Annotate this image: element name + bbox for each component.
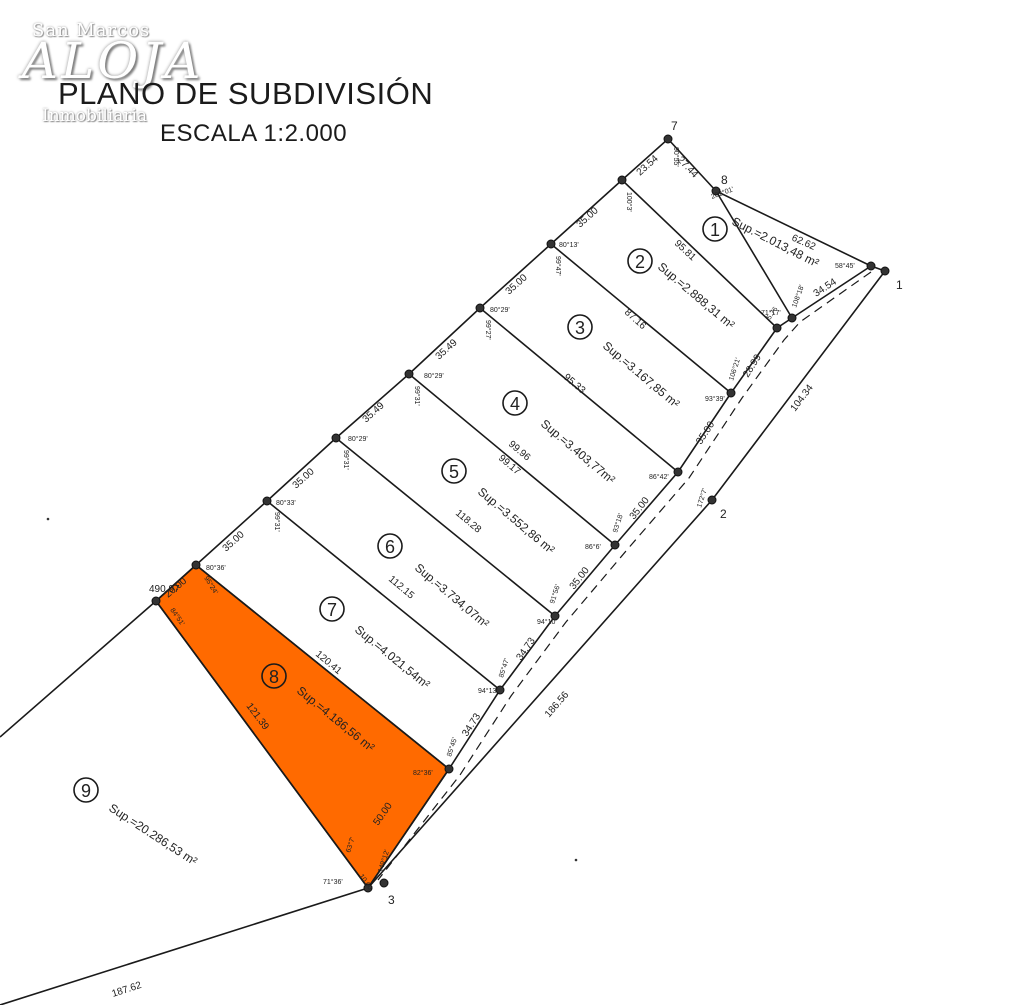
dimension-label: 35.00 bbox=[694, 419, 717, 446]
dimension-label: 35.00 bbox=[628, 495, 652, 522]
dimension-label: 35.00 bbox=[221, 529, 247, 554]
lot-number-4: 4 bbox=[510, 394, 520, 414]
dimension-label: 87.16 bbox=[622, 307, 648, 332]
angle-label: 86°6' bbox=[585, 543, 601, 551]
angle-label: 58°45' bbox=[835, 262, 855, 270]
lot-area-2: Sup.=2.888,31 m² bbox=[655, 260, 737, 332]
vertex-label-8: 8 bbox=[721, 173, 728, 187]
vertex-label-7: 7 bbox=[671, 119, 678, 133]
angle-label: 80°33' bbox=[276, 499, 296, 507]
logo-main-text: ALOJA bbox=[22, 32, 204, 90]
vertex-label-1: 1 bbox=[896, 278, 903, 292]
dimension-label: 35.00 bbox=[291, 466, 317, 491]
dimension-label: 35.00 bbox=[575, 205, 601, 230]
angle-label: 80°13' bbox=[559, 241, 579, 249]
dimension-label: 118.28 bbox=[453, 508, 483, 536]
dimension-label: 35.49 bbox=[434, 337, 460, 362]
scan-speck bbox=[574, 858, 578, 862]
angle-label: 80°29' bbox=[490, 306, 510, 314]
dimension-label: 28.99 bbox=[741, 352, 764, 379]
angle-label: 80°36' bbox=[206, 564, 226, 572]
dimension-label: 34.73 bbox=[460, 711, 483, 738]
lot-number-8: 8 bbox=[269, 667, 279, 687]
angle-label: 99°31' bbox=[273, 512, 281, 532]
angle-label: 71°17' bbox=[761, 309, 781, 317]
vertex-label-2: 2 bbox=[720, 507, 727, 521]
angle-label: 106°21' bbox=[727, 357, 742, 382]
lot-number-9: 9 bbox=[81, 781, 91, 801]
logo-top-text: San Marcos bbox=[32, 20, 151, 41]
angle-label: 71°36' bbox=[323, 878, 343, 886]
dimension-label: 95.81 bbox=[672, 238, 698, 263]
angle-label: 99°31' bbox=[342, 450, 350, 470]
lot-number-7: 7 bbox=[327, 600, 337, 620]
dimension-label: 104.34 bbox=[789, 382, 816, 413]
dimension-labels: 490.97 20.00 35.00 35.00 35.49 35.49 35.… bbox=[111, 153, 839, 1000]
angle-label: 99°47' bbox=[554, 256, 562, 276]
angle-label: 85°47' bbox=[497, 657, 511, 678]
dimension-label: 112.15 bbox=[386, 574, 416, 602]
angle-label: 93°39' bbox=[705, 395, 725, 403]
angle-label: 100°3' bbox=[625, 192, 633, 212]
plan-scale: ESCALA 1:2.000 bbox=[160, 120, 348, 147]
lot-area-6: Sup.=3.734,07m² bbox=[412, 561, 492, 631]
dimension-label: 186.56 bbox=[543, 689, 572, 720]
boundary-lines bbox=[0, 137, 886, 1005]
easement-dashed-line bbox=[377, 271, 872, 881]
angle-label: 94°13' bbox=[478, 687, 498, 695]
angle-label: 91°56' bbox=[548, 583, 562, 604]
angle-label: 99°31' bbox=[413, 386, 421, 406]
lot-number-3: 3 bbox=[575, 318, 585, 338]
angle-label: 85°45' bbox=[445, 736, 459, 757]
angle-label: 99°27' bbox=[484, 320, 492, 340]
dimension-label: 34.73 bbox=[514, 636, 538, 663]
dimension-label: 187.62 bbox=[111, 980, 144, 1000]
dimension-label: 490.97 bbox=[149, 584, 180, 595]
plan-title: PLANO DE SUBDIVISIÓN bbox=[58, 76, 434, 111]
angle-label: 80°29' bbox=[348, 435, 368, 443]
lot-number-6: 6 bbox=[385, 537, 395, 557]
angle-label: 94°10' bbox=[537, 618, 557, 626]
lot-number-circles bbox=[73, 216, 728, 803]
lot-area-9: Sup.=20.286,53 m² bbox=[106, 801, 200, 869]
lot-number-5: 5 bbox=[449, 462, 459, 482]
lot-area-4: Sup.=3.403,77m² bbox=[538, 417, 618, 487]
lot-area-3: Sup.=3.167,85 m² bbox=[600, 339, 682, 411]
vertex-markers bbox=[151, 134, 890, 893]
scan-speck bbox=[46, 517, 50, 521]
angle-label: 86°42' bbox=[649, 473, 669, 481]
angle-label: 80°29' bbox=[424, 372, 444, 380]
angle-label: 108°18' bbox=[790, 284, 806, 309]
lot-number-2: 2 bbox=[635, 252, 645, 272]
angle-label: 82°36' bbox=[413, 769, 433, 777]
vertex-label-3: 3 bbox=[388, 893, 395, 907]
dimension-label: 35.49 bbox=[361, 400, 387, 425]
brand-logo: San Marcos ALOJA Inmobiliaria bbox=[22, 18, 212, 130]
logo-sub-text: Inmobiliaria bbox=[42, 106, 148, 126]
angle-label: 93°18' bbox=[611, 512, 625, 533]
lot-number-1: 1 bbox=[710, 220, 720, 240]
lot-area-5: Sup.=3.552,86 m² bbox=[475, 485, 557, 557]
lot-area-7: Sup.=4.021,54m² bbox=[352, 622, 433, 691]
dimension-label: 35.00 bbox=[568, 565, 592, 592]
angle-label: 90°55' bbox=[672, 147, 680, 167]
lot-division-lines bbox=[195, 179, 793, 770]
